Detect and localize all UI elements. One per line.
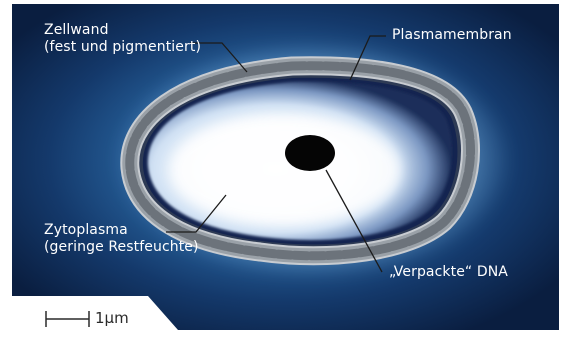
label-cell-wall-subtitle: (fest und pigmentiert) bbox=[44, 39, 201, 56]
dna-nucleus bbox=[285, 135, 335, 171]
cytoplasm-core bbox=[170, 115, 400, 225]
label-cytoplasm-subtitle: (geringe Restfeuchte) bbox=[44, 239, 199, 256]
label-cell-wall-title: Zellwand bbox=[44, 22, 201, 39]
scale-bar bbox=[46, 311, 89, 327]
label-dna: „Verpackte“ DNA bbox=[389, 264, 508, 281]
scale-bar-label: 1µm bbox=[95, 309, 129, 327]
label-cytoplasm-title: Zytoplasma bbox=[44, 222, 199, 239]
label-cytoplasm: Zytoplasma (geringe Restfeuchte) bbox=[44, 222, 199, 256]
label-cell-wall: Zellwand (fest und pigmentiert) bbox=[44, 22, 201, 56]
label-plasma-membrane: Plasmamembran bbox=[392, 27, 512, 44]
